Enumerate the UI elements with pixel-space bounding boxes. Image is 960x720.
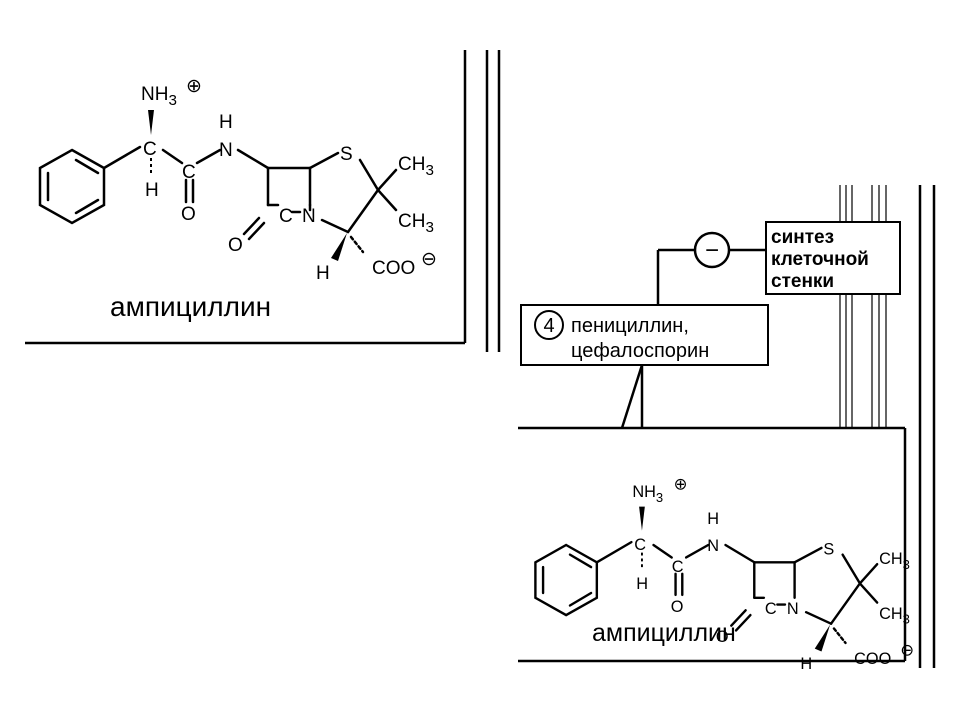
methyl-b-label: CH3 [398,211,434,236]
target-line-3: стенки [771,271,834,292]
inhibition-symbol: − [693,231,731,269]
amide-h-label: H [219,112,233,133]
nh3-label: NH3 [632,483,663,505]
carboxylate-label: COO [372,258,415,279]
carbonyl-o-label: O [181,204,196,225]
sulfur-label: S [823,541,834,559]
plus-charge-icon: ⊕ [674,475,688,493]
amide-n-label: N [219,140,233,161]
alpha-h-label: H [636,575,648,593]
target-line-2: клеточной [771,249,869,270]
step-number-circle [534,310,564,340]
ampicillin-structure-bottom: NH3 ⊕ H N C H C O S CH3 CH3 N C O H COO … [534,475,914,673]
carbonyl-c-label: C [182,162,196,183]
step-number: 4 [543,315,554,337]
carboxylate-label: COO [854,650,891,668]
drug-box: 4 пенициллин, цефалоспорин [520,304,769,366]
minus-charge-icon: ⊖ [900,641,914,659]
alpha-c-label: C [143,139,157,160]
alpha-h-label: H [145,180,159,201]
ring-h-label: H [316,263,330,284]
target-line-1: синтез [771,227,834,248]
lactam-o-label: O [228,235,243,256]
bottom-panel-frame [518,426,907,663]
ring-n-label: N [787,600,799,618]
carbonyl-c-label: C [672,558,684,576]
lactam-c-label: C [279,206,293,227]
methyl-b-label: CH3 [879,605,910,627]
molecule-caption-top: ампициллин [110,291,271,322]
molecule-caption-bottom: ампициллин [592,619,736,647]
alpha-c-label: C [634,536,646,554]
methyl-a-label: CH3 [879,550,910,572]
minus-sign: − [705,237,719,264]
methyl-a-label: CH3 [398,154,434,179]
target-box: синтез клеточной стенки [765,221,901,295]
nh3-label: NH3 [141,84,177,109]
amide-h-label: H [707,510,719,528]
ampicillin-structure-top: NH3 ⊕ H N C H C O S CH3 CH3 N C O H COO … [38,76,437,322]
sulfur-label: S [340,144,353,165]
ring-h-label: H [800,655,812,673]
lactam-c-label: C [765,600,777,618]
minus-charge-icon: ⊖ [421,249,437,270]
ring-n-label: N [302,206,316,227]
drug-line-2: цефалоспорин [571,340,709,362]
minus-circle-icon [693,231,731,269]
amide-n-label: N [707,537,719,555]
lactam-o-label: O [716,628,729,646]
connector-lines [620,248,766,429]
carbonyl-o-label: O [671,598,684,616]
plus-charge-icon: ⊕ [186,76,202,97]
top-panel-frame [25,50,501,352]
drug-line-1: пенициллин, [571,315,689,337]
